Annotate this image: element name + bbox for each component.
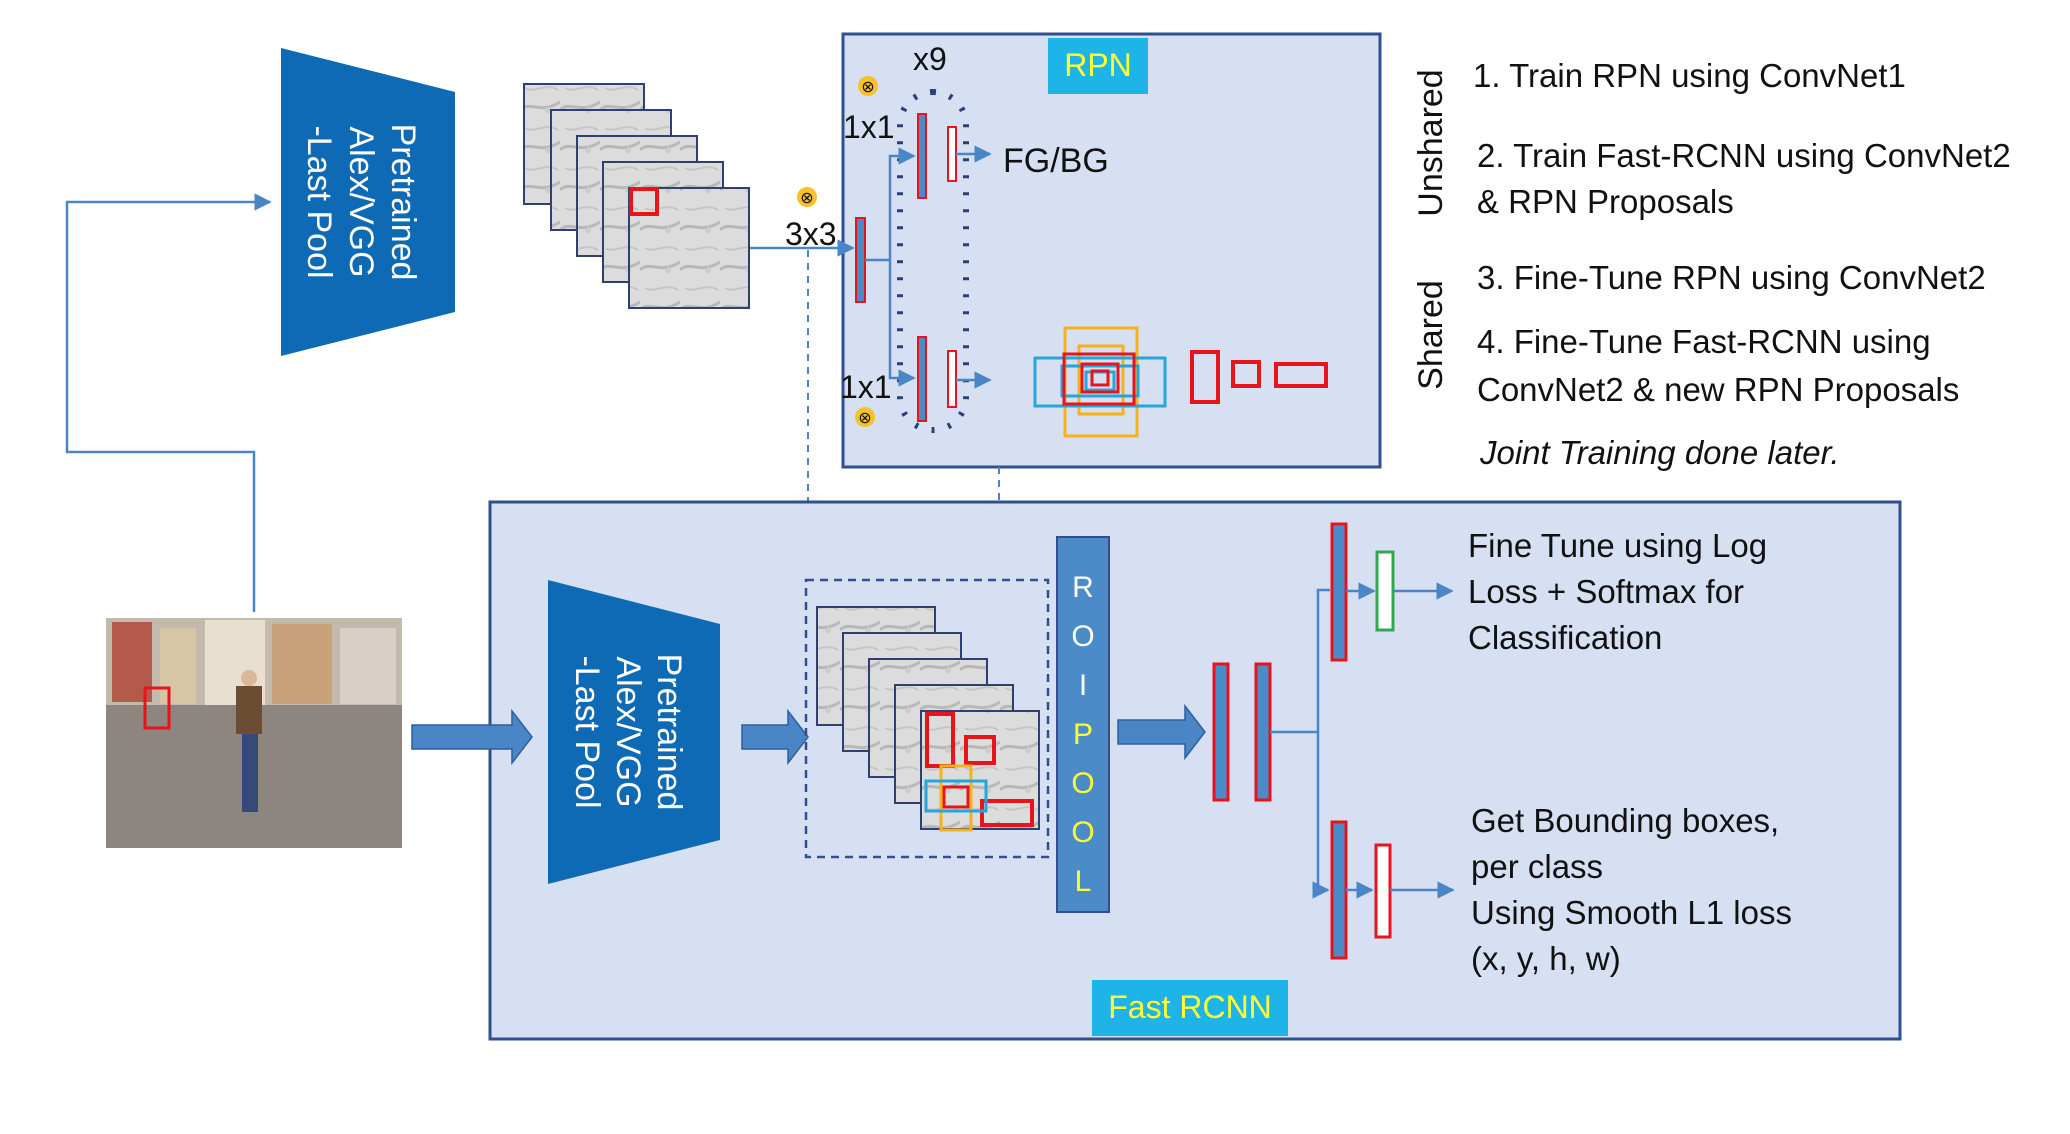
image-to-convnet-arrow xyxy=(411,708,533,766)
step-3: 3. Fine-Tune RPN using ConvNet2 xyxy=(1477,259,1986,296)
proposal-square xyxy=(1231,360,1261,388)
joint-training-note: Joint Training done later. xyxy=(1479,434,1840,471)
step-4a: 4. Fine-Tune Fast-RCNN using xyxy=(1477,323,1931,360)
roi-letter: O xyxy=(1071,620,1094,653)
roi-feature-region xyxy=(804,578,1050,859)
rpn-reg-conv-layer xyxy=(917,336,927,422)
convnet-bottom-line2: Alex/VGG xyxy=(609,656,647,807)
step-2b: & RPN Proposals xyxy=(1477,183,1734,220)
bbox-text-line2: per class xyxy=(1471,848,1603,885)
multiply-icon xyxy=(855,407,875,427)
convnet-bottom-line3: -Last Pool xyxy=(568,655,606,808)
rpn-reg-output xyxy=(947,350,957,408)
step-2a: 2. Train Fast-RCNN using ConvNet2 xyxy=(1477,137,2011,174)
roi-letter: O xyxy=(1071,767,1094,800)
roi-letter: O xyxy=(1071,816,1094,849)
fc-layer-2 xyxy=(1254,662,1272,802)
svg-text:⊗: ⊗ xyxy=(800,190,813,207)
rpn-1x1-bottom-label: 1x1 xyxy=(840,369,892,405)
convnet-top-line1: Pretrained xyxy=(384,124,422,281)
multiply-icon xyxy=(858,76,878,96)
multiply-icon xyxy=(797,187,817,207)
cls-softmax-output xyxy=(1375,550,1395,632)
cls-text-line3: Classification xyxy=(1468,619,1662,656)
cls-fc-layer xyxy=(1330,522,1348,662)
convnet-top-line3: -Last Pool xyxy=(300,125,338,278)
cls-text-line1: Fine Tune using Log xyxy=(1468,527,1767,564)
svg-text:⊗: ⊗ xyxy=(861,79,874,96)
convnet-top: Pretrained Alex/VGG -Last Pool xyxy=(281,48,455,356)
convnet-bottom-line1: Pretrained xyxy=(650,654,688,811)
rpn-title-tag xyxy=(1048,38,1148,94)
fast-rcnn-title: Fast RCNN xyxy=(1108,989,1272,1025)
bbox-text-line4: (x, y, h, w) xyxy=(1471,940,1621,977)
sliding-window-marker xyxy=(629,187,659,216)
training-steps: Unshared Shared 1. Train RPN using ConvN… xyxy=(1412,57,2011,471)
bbox-fc-layer xyxy=(1330,820,1348,960)
proposal-tall xyxy=(1190,350,1220,404)
step-4b: ConvNet2 & new RPN Proposals xyxy=(1477,371,1959,408)
photo-to-convnet-connector xyxy=(65,193,272,612)
convnet-bottom: Pretrained Alex/VGG -Last Pool xyxy=(548,580,720,884)
fast-rcnn-panel: Fast RCNN xyxy=(488,500,1902,1041)
roi-letter: I xyxy=(1079,669,1087,702)
cls-text-line2: Loss + Softmax for xyxy=(1468,573,1744,610)
roi-pool-layer: R O I P O O L xyxy=(1056,536,1110,913)
feature-map-stack-bottom xyxy=(816,606,1040,832)
rpn-cls-conv-layer xyxy=(917,113,927,199)
bbox-regressor-output xyxy=(1374,843,1392,939)
anchor-boxes xyxy=(1033,326,1167,438)
fast-rcnn-title-tag xyxy=(1092,980,1288,1036)
rpn-panel: RPN x9 1x1 1x1 3x3 FG/BG ⊗ ⊗ ⊗ xyxy=(750,32,1382,469)
proposal-wide xyxy=(1274,362,1328,388)
rpn-conv3x3-layer xyxy=(855,217,866,303)
svg-text:⊗: ⊗ xyxy=(858,410,871,427)
roi-letter: L xyxy=(1075,865,1092,898)
bbox-text-line1: Get Bounding boxes, xyxy=(1471,802,1779,839)
unshared-label: Unshared xyxy=(1412,69,1450,216)
shared-label: Shared xyxy=(1412,280,1450,390)
rpn-3x3-label: 3x3 xyxy=(785,216,837,252)
rpn-1x1-top-label: 1x1 xyxy=(843,109,895,145)
rpn-x9-label: x9 xyxy=(913,41,947,77)
rpn-cls-output xyxy=(947,126,957,182)
feature-map-stack-top xyxy=(523,83,750,309)
input-image xyxy=(106,618,402,848)
roi-letter: R xyxy=(1072,571,1094,604)
rpn-title: RPN xyxy=(1064,47,1132,83)
anchor-group-outline xyxy=(897,89,969,433)
convnet-top-line2: Alex/VGG xyxy=(342,126,380,277)
fc-layer-1 xyxy=(1212,662,1230,802)
convnet-to-features-arrow xyxy=(741,708,809,766)
roi-to-fc-arrow xyxy=(1117,703,1206,761)
rpn-fgbg-label: FG/BG xyxy=(1003,142,1109,180)
step-1: 1. Train RPN using ConvNet1 xyxy=(1473,57,1906,94)
photo-detection-box xyxy=(143,686,171,730)
bbox-text-line3: Using Smooth L1 loss xyxy=(1471,894,1792,931)
roi-letter: P xyxy=(1073,718,1093,751)
